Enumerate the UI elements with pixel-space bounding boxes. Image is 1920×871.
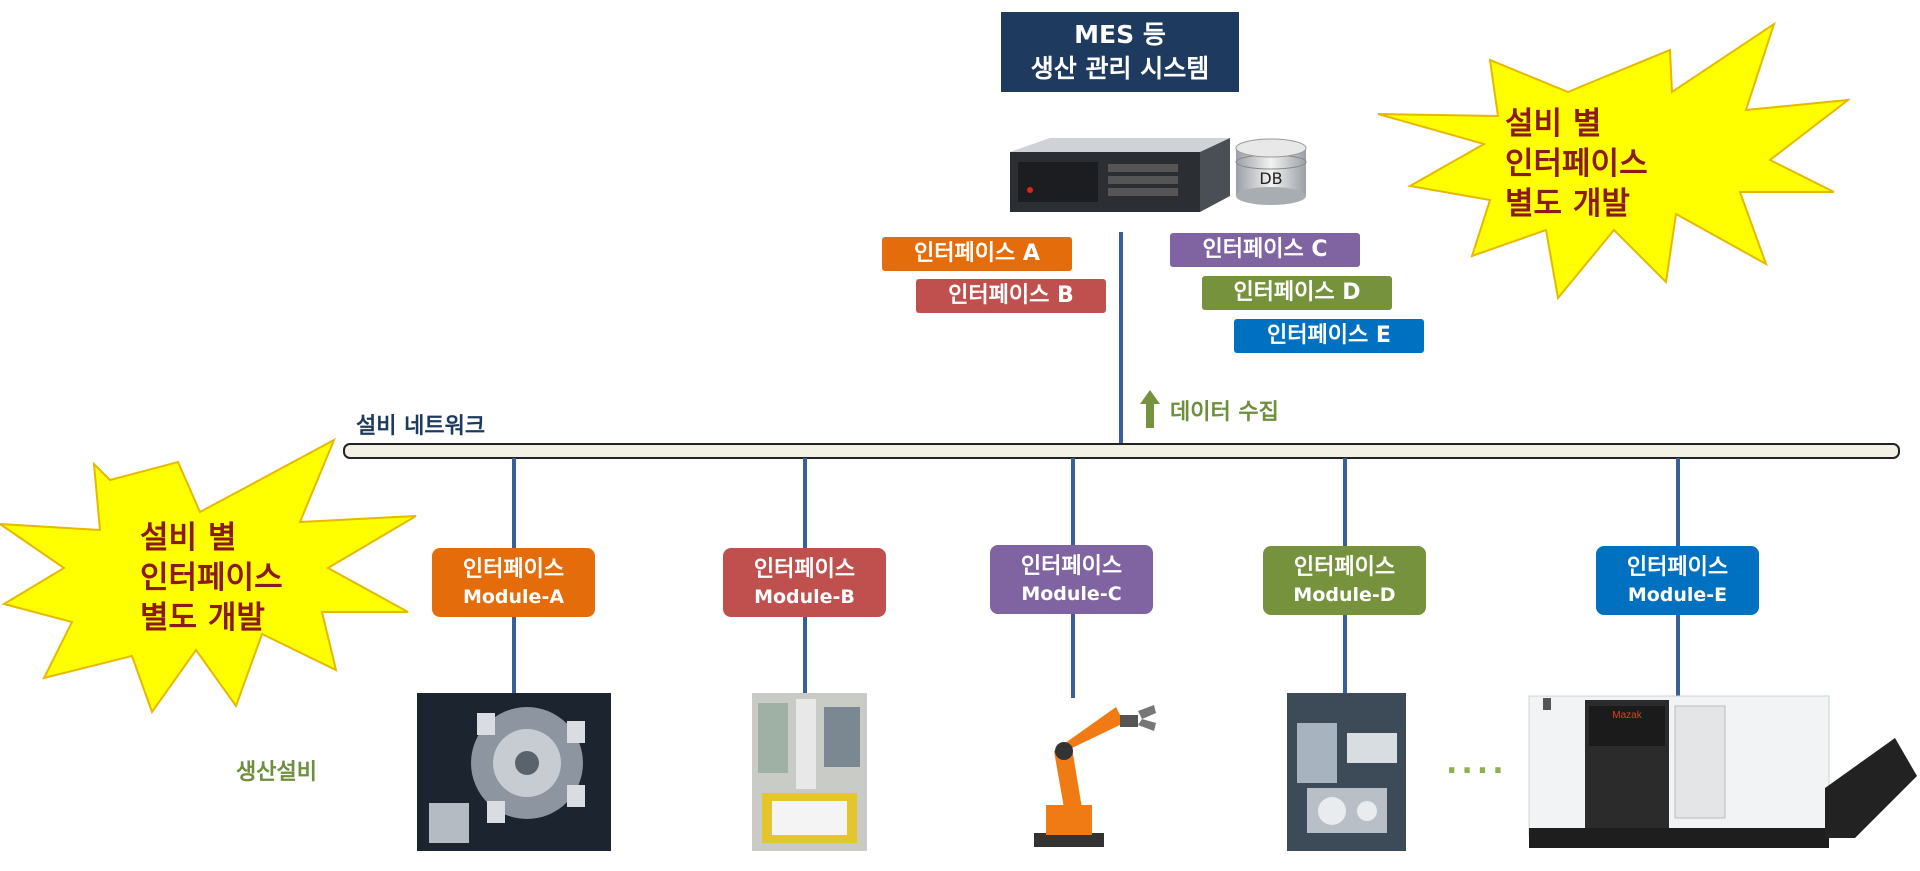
- burst-right-text: 설비 별 인터페이스 별도 개발: [1505, 104, 1648, 224]
- server-connector-line: [1119, 232, 1123, 444]
- burst-right-callout: [1377, 21, 1850, 300]
- module-e-line1: 인터페이스: [1626, 554, 1729, 580]
- feeder-machine-image: [1287, 693, 1406, 851]
- interface-b-tag: 인터페이스 B: [916, 279, 1106, 313]
- interface-e-tag: 인터페이스 E: [1234, 319, 1424, 353]
- production-equipment-label: 생산설비: [236, 760, 317, 785]
- burst-right-line2: 인터페이스: [1505, 146, 1648, 182]
- module-a-line1: 인터페이스: [462, 556, 565, 582]
- burst-left-line3: 별도 개발: [140, 600, 265, 636]
- server-icon: [1010, 138, 1230, 212]
- module-a-line2: Module-A: [462, 585, 565, 608]
- module-c-line2: Module-C: [1021, 582, 1122, 605]
- more-equipment-ellipsis: ....: [1446, 746, 1508, 781]
- interface-a-tag: 인터페이스 A: [882, 237, 1072, 271]
- burst-left-line1: 설비 별: [140, 520, 237, 556]
- module-e: 인터페이스 Module-E: [1596, 546, 1759, 615]
- rotary-machine-image: [417, 693, 611, 851]
- equipment-network-label: 설비 네트워크: [356, 414, 486, 439]
- module-c: 인터페이스 Module-C: [990, 545, 1153, 614]
- robot-arm-image: [1034, 705, 1156, 847]
- assembly-machine-image: [752, 693, 867, 851]
- module-d-line1: 인터페이스: [1293, 554, 1396, 580]
- module-c-line1: 인터페이스: [1020, 553, 1123, 579]
- burst-left-text: 설비 별 인터페이스 별도 개발: [140, 518, 283, 638]
- db-label: DB: [1259, 169, 1282, 188]
- network-bar: [343, 443, 1900, 459]
- module-e-line2: Module-E: [1627, 583, 1728, 606]
- burst-right-line1: 설비 별: [1505, 106, 1602, 142]
- cnc-lathe-image: Mazak: [1528, 695, 1917, 848]
- burst-left-line2: 인터페이스: [140, 560, 283, 596]
- module-d-line2: Module-D: [1293, 583, 1396, 606]
- mes-title: MES 등: [1074, 20, 1166, 49]
- mes-subtitle: 생산 관리 시스템: [1030, 54, 1210, 83]
- burst-right-line3: 별도 개발: [1505, 186, 1630, 222]
- module-a: 인터페이스 Module-A: [432, 548, 595, 617]
- machine-brand: Mazak: [1612, 710, 1642, 721]
- database-icon: DB: [1235, 138, 1307, 205]
- burst-left-callout: [0, 437, 417, 715]
- module-d: 인터페이스 Module-D: [1263, 546, 1426, 615]
- interface-d-tag: 인터페이스 D: [1202, 276, 1392, 310]
- module-b-line2: Module-B: [754, 585, 855, 608]
- up-arrow-icon: [1140, 390, 1160, 428]
- module-b: 인터페이스 Module-B: [723, 548, 886, 617]
- data-collection-label: 데이터 수집: [1170, 400, 1279, 425]
- module-b-line1: 인터페이스: [753, 556, 856, 582]
- mes-system-box: MES 등 생산 관리 시스템: [1001, 12, 1239, 92]
- interface-c-tag: 인터페이스 C: [1170, 233, 1360, 267]
